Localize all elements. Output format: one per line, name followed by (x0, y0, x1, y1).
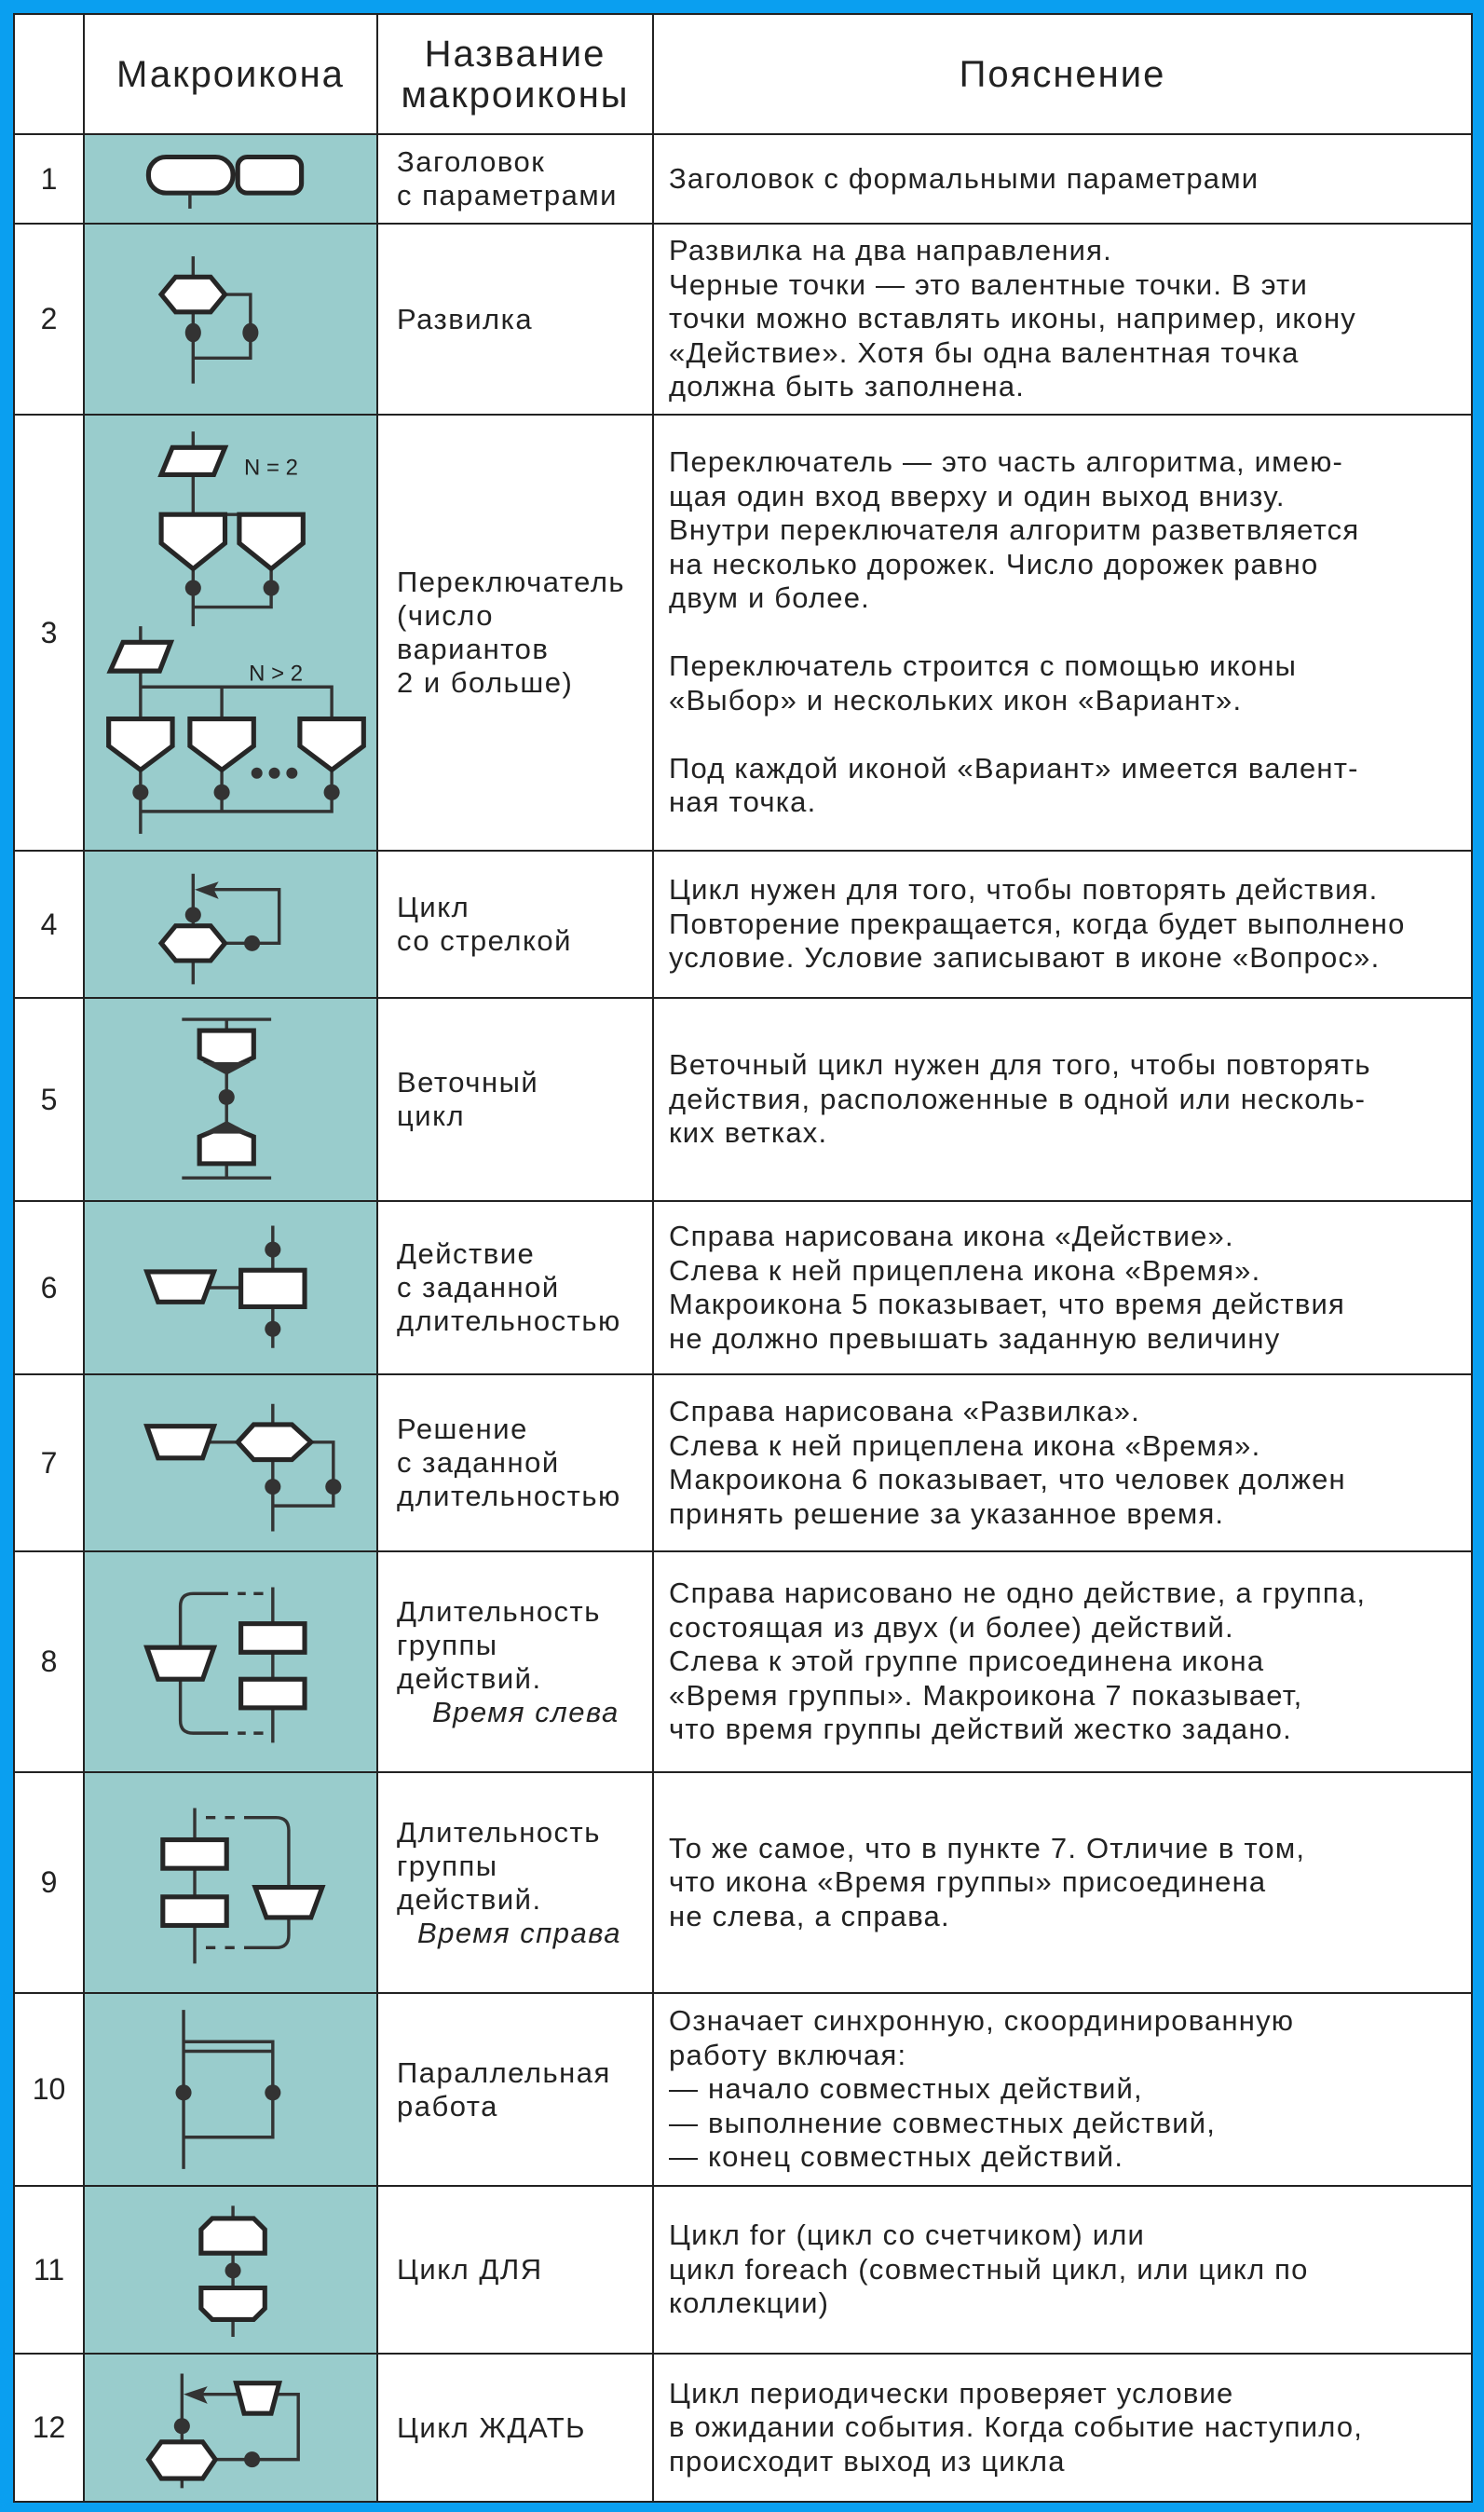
description: Справа нарисована «Развилка». Слева к не… (652, 1373, 1473, 1552)
description: Переключатель — это часть алгоритма, име… (652, 414, 1473, 852)
icon-name: Веточный цикл (376, 997, 654, 1202)
row-number: 9 (13, 1771, 85, 1994)
description: Цикл нужен для того, чтобы повторять дей… (652, 850, 1473, 999)
row-number: 1 (13, 133, 85, 225)
row-number: 7 (13, 1373, 85, 1552)
name-text: Развилка (397, 302, 534, 335)
row-number: 3 (13, 414, 85, 852)
loop-with-arrow-icon (83, 850, 378, 999)
table-row: 1 Заголовок с параметрами Заголовок с фо… (13, 133, 1473, 225)
timed-action-icon (83, 1200, 378, 1375)
icon-name: Параллельная работа (376, 1992, 654, 2187)
name-text: Длительность группы действий. (397, 1594, 601, 1695)
description: Цикл for (цикл со счетчиком) или цикл fo… (652, 2185, 1473, 2355)
description: Веточный цикл нужен для того, чтобы повт… (652, 997, 1473, 1202)
timed-decision-icon (83, 1373, 378, 1552)
group-duration-left-icon (83, 1550, 378, 1773)
description: Справа нарисовано не одно действие, а гр… (652, 1550, 1473, 1773)
table-row: 5 Веточный цикл Веточный цикл нужен для … (13, 997, 1473, 1202)
table-row: 12 Цикл ЖДАТЬ Цикл периодически проверяе… (13, 2353, 1473, 2503)
header-num (13, 13, 85, 135)
parallel-work-icon (83, 1992, 378, 2187)
name-text: Заголовок с параметрами (397, 145, 618, 212)
switch-icon: N = 2 N > 2 (83, 414, 378, 852)
table-row: 10 Параллельная работа Означает синхронн… (13, 1992, 1473, 2187)
description: Означает синхронную, скоординированную р… (652, 1992, 1473, 2187)
icon-name: Длительность группы действий.Время слева (376, 1550, 654, 1773)
header-icon: Макроикона (83, 13, 378, 135)
name-text: Переключатель (число вариантов 2 и больш… (397, 566, 626, 699)
table-row: 2 Развилка Развилка на два направления. … (13, 223, 1473, 416)
header-desc: Пояснение (652, 13, 1473, 135)
group-duration-right-icon (83, 1771, 378, 1994)
name-text: Цикл со стрелкой (397, 891, 572, 957)
icon-name: Цикл со стрелкой (376, 850, 654, 999)
table-row: 9 Длительность группы действий.Время спр… (13, 1771, 1473, 1994)
name-italic: Время справа (417, 1916, 622, 1949)
row-number: 11 (13, 2185, 85, 2355)
name-text: Решение с заданной длительностью (397, 1413, 621, 1512)
row-number: 2 (13, 223, 85, 416)
name-text: Цикл ДЛЯ (397, 2253, 543, 2286)
icon-name: Действие с заданной длительностью (376, 1200, 654, 1375)
table-row: 3 N = 2 N (13, 414, 1473, 852)
description: То же самое, что в пункте 7. Отличие в т… (652, 1771, 1473, 1994)
name-italic: Время слева (432, 1695, 619, 1728)
icon-name: Переключатель (число вариантов 2 и больш… (376, 414, 654, 852)
table-row: 7 Решение с заданной длительностью Справ… (13, 1373, 1473, 1552)
icon-name: Цикл ДЛЯ (376, 2185, 654, 2355)
header-with-params-icon (83, 133, 378, 225)
header-row: Макроикона Название макроиконы Пояснение (13, 13, 1473, 135)
for-loop-icon (83, 2185, 378, 2355)
description: Заголовок с формальными параметрами (652, 133, 1473, 225)
description: Справа нарисована икона «Действие». Слев… (652, 1200, 1473, 1375)
row-number: 10 (13, 1992, 85, 2187)
icon-name: Решение с заданной длительностью (376, 1373, 654, 1552)
icon-name: Развилка (376, 223, 654, 416)
fork-icon (83, 223, 378, 416)
wait-loop-icon (83, 2353, 378, 2503)
table-row: 4 Цикл со стрелкой Цикл нужен для того, … (13, 850, 1473, 999)
table-row: 8 Длительность группы действий.Время сле… (13, 1550, 1473, 1773)
macroicon-table: Макроикона Название макроиконы Пояснение… (13, 13, 1473, 2503)
icon-name: Заголовок с параметрами (376, 133, 654, 225)
header-name: Название макроиконы (376, 13, 654, 135)
name-text: Параллельная работа (397, 2055, 611, 2123)
name-text: Действие с заданной длительностью (397, 1237, 621, 1337)
row-number: 12 (13, 2353, 85, 2503)
row-number: 6 (13, 1200, 85, 1375)
table-row: 6 Действие с заданной длительностью Спра… (13, 1200, 1473, 1375)
description: Цикл периодически проверяет условие в ож… (652, 2353, 1473, 2503)
description: Развилка на два направления. Черные точк… (652, 223, 1473, 416)
branch-loop-icon (83, 997, 378, 1202)
row-number: 5 (13, 997, 85, 1202)
icon-name: Длительность группы действий.Время справ… (376, 1771, 654, 1994)
icon-name: Цикл ЖДАТЬ (376, 2353, 654, 2503)
n-greater-2-label: N > 2 (249, 661, 303, 686)
row-number: 4 (13, 850, 85, 999)
table-row: 11 Цикл ДЛЯ Цикл for (цикл со счетчиком)… (13, 2185, 1473, 2355)
row-number: 8 (13, 1550, 85, 1773)
name-text: Длительность группы действий. (397, 1815, 601, 1916)
n-equals-2-label: N = 2 (244, 455, 298, 480)
name-text: Веточный цикл (397, 1066, 539, 1132)
name-text: Цикл ЖДАТЬ (397, 2410, 587, 2444)
